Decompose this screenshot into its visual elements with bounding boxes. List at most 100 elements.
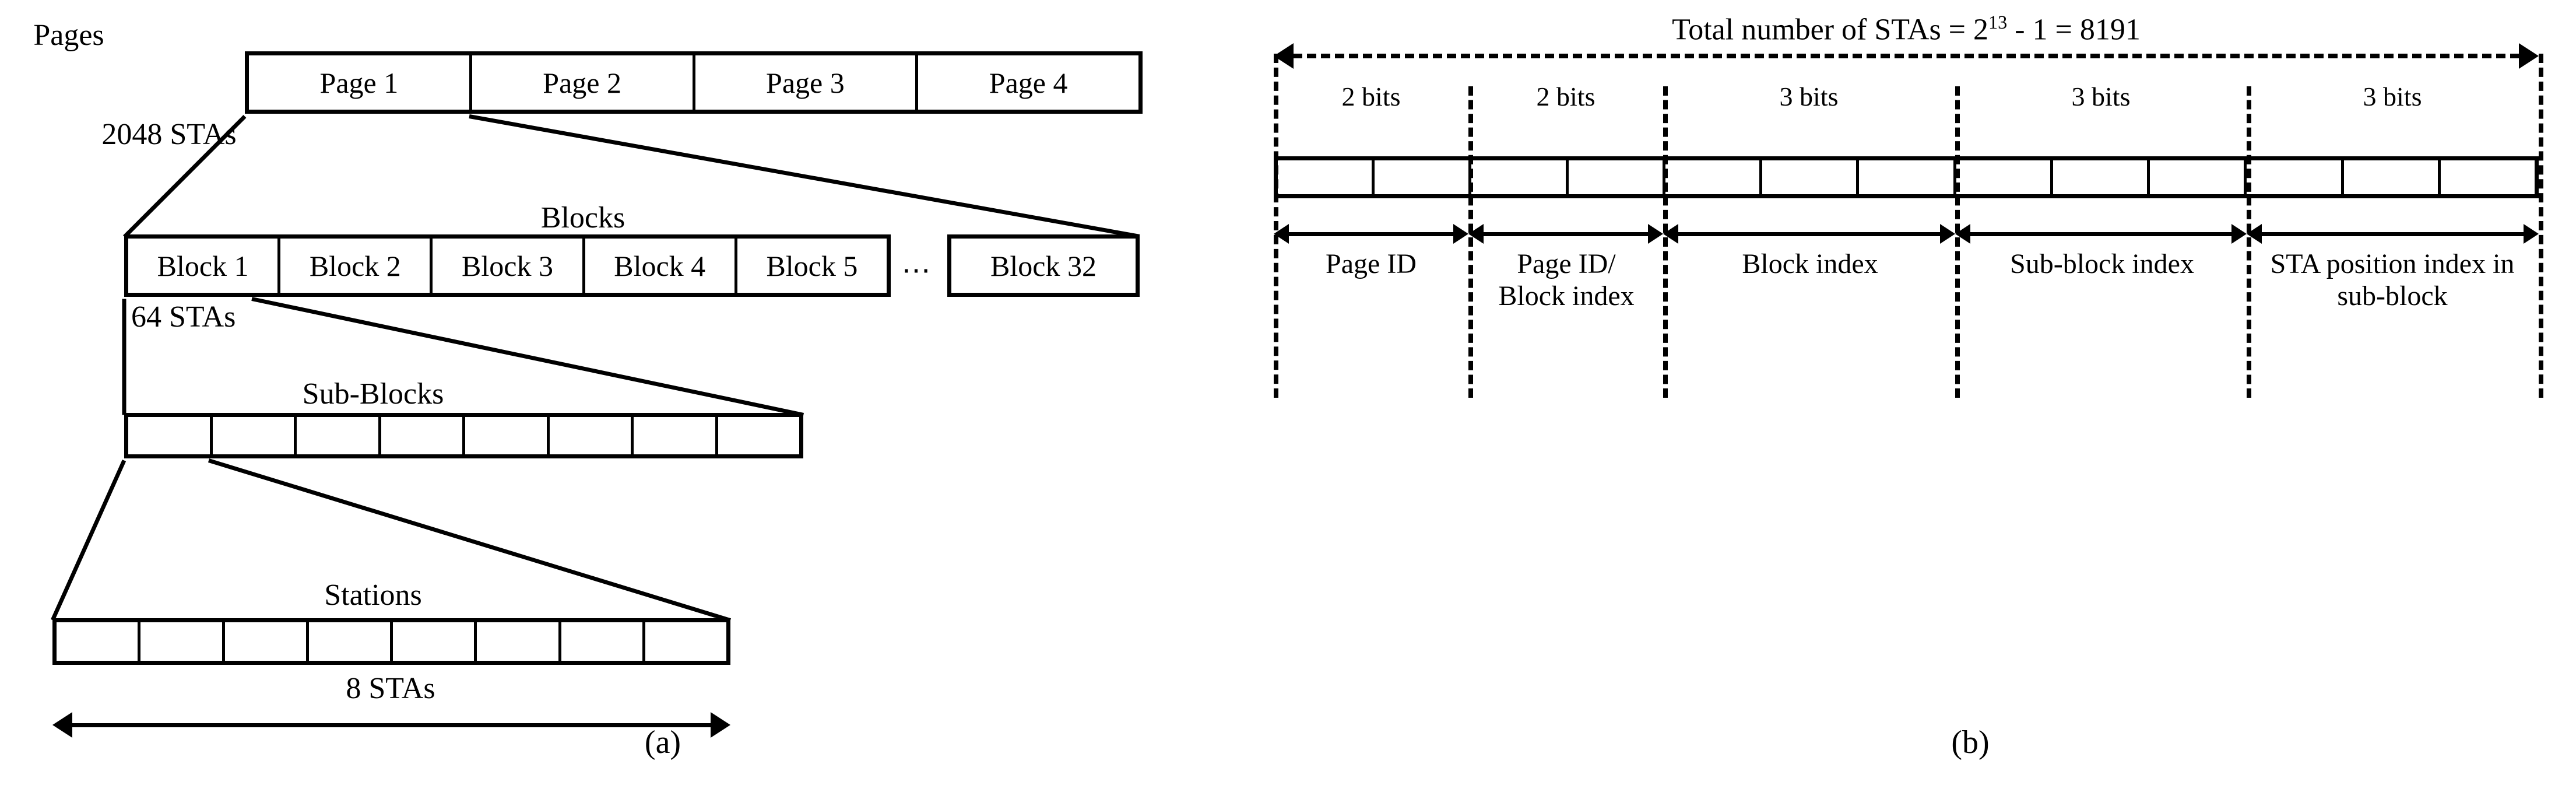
bit-cell[interactable] xyxy=(2343,160,2441,194)
stations-strip xyxy=(52,618,730,665)
blocks-cell[interactable]: Block 5 xyxy=(737,239,887,293)
bitfield-row xyxy=(1274,156,2539,198)
field-name-label: STA position index in sub-block xyxy=(2270,248,2515,312)
subblocks-cell[interactable] xyxy=(549,417,634,454)
pages-cell[interactable]: Page 3 xyxy=(695,55,919,110)
subblocks-strip xyxy=(124,413,803,458)
subblocks-cell[interactable] xyxy=(718,417,799,454)
bit-cell[interactable] xyxy=(2150,160,2247,194)
blocks-cell-label: Block 3 xyxy=(462,249,553,282)
subblocks-cell[interactable] xyxy=(128,417,213,454)
blocks-cell[interactable]: Block 1 xyxy=(128,239,281,293)
subblocks-cell[interactable] xyxy=(634,417,718,454)
blocks-tail-strip: Block 32 xyxy=(947,234,1140,297)
field-span-line xyxy=(1289,232,1453,236)
stations-cell[interactable] xyxy=(393,622,477,661)
pages-cell[interactable]: Page 2 xyxy=(472,55,695,110)
panel-b-caption: (b) xyxy=(1951,724,1990,761)
field-name-label: Sub-block index xyxy=(2010,248,2194,279)
bit-cell[interactable] xyxy=(1859,160,1956,194)
blocks-tail-cell[interactable]: Block 32 xyxy=(951,239,1136,293)
field-bits-label: 3 bits xyxy=(2363,82,2422,111)
subblocks-row-label: Sub-Blocks xyxy=(302,377,444,411)
bit-cell[interactable] xyxy=(1278,160,1375,194)
field-span-arrow-left-icon xyxy=(2247,224,2262,244)
pages-cell[interactable]: Page 1 xyxy=(249,55,472,110)
blocks-strip: Block 1 Block 2 Block 3 Block 4 Block 5 xyxy=(124,234,891,297)
field-span-arrow-right-icon xyxy=(1648,224,1663,244)
blocks-tail-cell-label: Block 32 xyxy=(990,249,1097,282)
pages-cell-label: Page 1 xyxy=(319,66,399,99)
blocks-cell-label: Block 5 xyxy=(766,249,858,282)
stations-cell[interactable] xyxy=(140,622,225,661)
panel-a-caption: (a) xyxy=(644,724,681,761)
blocks-cell[interactable]: Block 3 xyxy=(433,239,585,293)
pages-cell[interactable]: Page 4 xyxy=(918,55,1138,110)
stations-cell[interactable] xyxy=(561,622,645,661)
field-bits-label: 3 bits xyxy=(2071,82,2131,111)
pages-cell-label: Page 2 xyxy=(543,66,621,99)
field-name-label: Page ID/ Block index xyxy=(1498,248,1635,312)
panel-b-title-suffix: - 1 = 8191 xyxy=(2007,13,2141,47)
field-span-line xyxy=(1678,232,1940,236)
field-span-line xyxy=(1970,232,2231,236)
stations-span-arrow-left-icon xyxy=(52,712,72,738)
total-span-arrow-right-icon xyxy=(2519,43,2539,69)
subblocks-cell[interactable] xyxy=(297,417,381,454)
stations-row-label: Stations xyxy=(324,579,422,612)
bit-cell[interactable] xyxy=(1375,160,1472,194)
field-span-arrow-right-icon xyxy=(2231,224,2247,244)
field-span-line xyxy=(2262,232,2524,236)
bit-cell[interactable] xyxy=(1762,160,1860,194)
panel-b-title-exponent: 13 xyxy=(1988,12,2008,33)
field-span-arrow-left-icon xyxy=(1955,224,1970,244)
blocks-cell[interactable]: Block 2 xyxy=(280,239,433,293)
bit-cell[interactable] xyxy=(1956,160,2053,194)
bit-cell[interactable] xyxy=(2247,160,2344,194)
blocks-row-label: Blocks xyxy=(540,201,625,234)
total-span-dashed-line xyxy=(1293,54,2519,58)
field-boundary-dashed xyxy=(2539,54,2543,398)
panel-b-title-prefix: Total number of STAs = 2 xyxy=(1672,13,1989,47)
pages-strip: Page 1 Page 2 Page 3 Page 4 xyxy=(245,51,1143,114)
field-span-arrow-left-icon xyxy=(1663,224,1678,244)
field-bits-label: 2 bits xyxy=(1341,82,1401,111)
field-span-arrow-right-icon xyxy=(1940,224,1955,244)
field-bits-label: 3 bits xyxy=(1779,82,1839,111)
field-bits-label: 2 bits xyxy=(1536,82,1595,111)
stations-cell[interactable] xyxy=(308,622,393,661)
bit-cell[interactable] xyxy=(2053,160,2150,194)
bit-cell[interactable] xyxy=(1665,160,1763,194)
field-span-line xyxy=(1484,232,1648,236)
blocks-cell-label: Block 2 xyxy=(309,249,401,282)
field-name-label: Page ID xyxy=(1326,248,1417,279)
bit-cell[interactable] xyxy=(1471,160,1569,194)
pages-row-label: Pages xyxy=(33,19,104,52)
blocks-cell[interactable]: Block 4 xyxy=(585,239,737,293)
stations-cell[interactable] xyxy=(57,622,141,661)
field-span-arrow-right-icon xyxy=(2524,224,2539,244)
field-span-arrow-right-icon xyxy=(1453,224,1468,244)
panel-a: Pages Page 1 Page 2 Page 3 Page 4 2048 S… xyxy=(0,0,1224,799)
stations-cell[interactable] xyxy=(477,622,561,661)
bit-cell[interactable] xyxy=(2440,160,2535,194)
bit-cell[interactable] xyxy=(1568,160,1665,194)
field-span-arrow-left-icon xyxy=(1274,224,1289,244)
blocks-capacity-label: 64 STAs xyxy=(131,300,236,334)
stations-span-line xyxy=(72,723,711,727)
subblocks-cell[interactable] xyxy=(212,417,297,454)
stations-cell[interactable] xyxy=(224,622,309,661)
subblocks-cell[interactable] xyxy=(381,417,465,454)
blocks-cell-label: Block 4 xyxy=(614,249,706,282)
stations-capacity-label: 8 STAs xyxy=(346,672,435,705)
stations-cell[interactable] xyxy=(645,622,726,661)
subblocks-cell[interactable] xyxy=(465,417,550,454)
blocks-ellipsis: ⋯ xyxy=(901,254,933,286)
stations-span-arrow-right-icon xyxy=(711,712,730,738)
panel-b-title: Total number of STAs = 213 - 1 = 8191 xyxy=(1672,13,2141,45)
pages-cell-label: Page 3 xyxy=(766,66,845,99)
field-name-label: Block index xyxy=(1742,248,1878,279)
field-span-arrow-left-icon xyxy=(1468,224,1484,244)
